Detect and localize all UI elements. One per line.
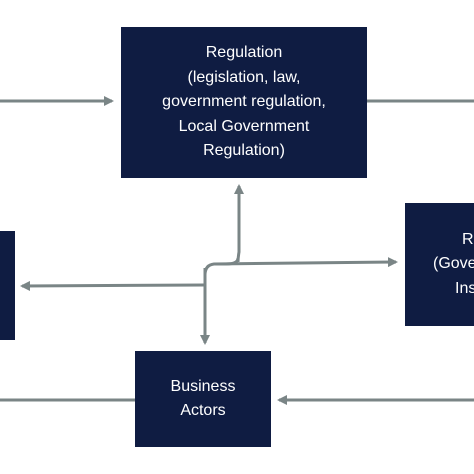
right-box-text-line: (Gove xyxy=(433,255,474,273)
regulation-text-line: Local Government xyxy=(178,117,310,135)
business-actors-text-line: Business xyxy=(170,377,236,395)
arrow-up-to-regulation xyxy=(234,184,244,263)
connector-curve-branch xyxy=(203,257,240,276)
arrow-to-left-box xyxy=(20,280,206,291)
left-box-partial xyxy=(0,231,15,340)
right-box-partial: R (Gove Ins xyxy=(405,203,474,326)
regulation-text-line: Regulation) xyxy=(203,142,285,160)
right-box-text-line: Ins xyxy=(455,279,474,297)
business-actors-text-line: Actors xyxy=(180,402,226,419)
regulation-text-line: (legislation, law, xyxy=(187,68,301,86)
regulation-text-line: government regulation, xyxy=(162,93,326,111)
regulation-text-line: Regulation xyxy=(205,44,283,62)
right-box-text-line: R xyxy=(462,230,474,248)
business-actors-box: Business Actors xyxy=(135,351,271,447)
arrow-to-right-box xyxy=(213,257,398,268)
regulation-box: Regulation (legislation, law, government… xyxy=(121,27,367,178)
